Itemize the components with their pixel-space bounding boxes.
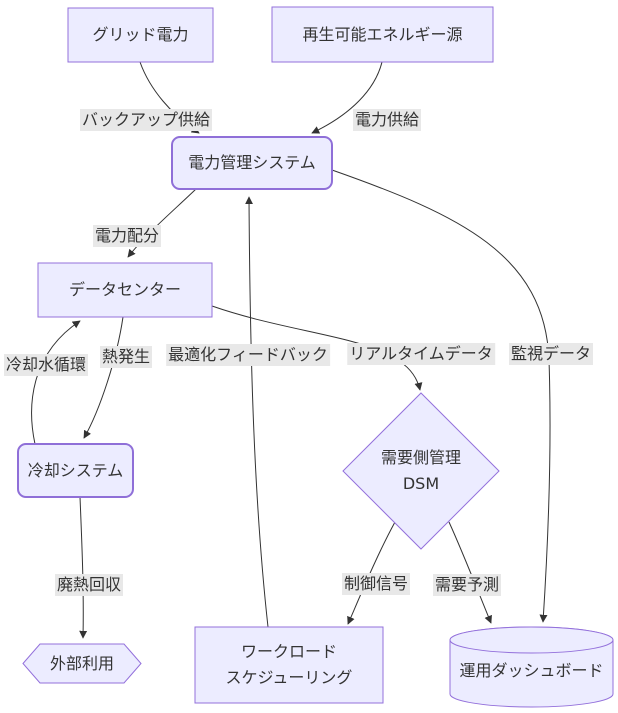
edge-power-supply-line	[311, 61, 383, 134]
edge-optimization-feedback-line	[245, 196, 269, 628]
node-dsm-shape	[342, 392, 500, 550]
edge-control-signal-line	[347, 521, 396, 625]
edge-waste-heat-line	[79, 496, 88, 639]
edge-monitoring-data-line	[331, 169, 551, 623]
node-grid-power-shape	[67, 7, 214, 63]
node-cooling-system-shape	[17, 443, 134, 498]
node-workload-scheduling-shape	[194, 626, 384, 704]
edge-power-distribution-line	[127, 188, 197, 258]
edge-backup-supply-line	[139, 61, 200, 134]
node-power-management-shape	[171, 136, 333, 190]
node-external-use-shape	[22, 643, 142, 684]
edge-cooling-water-line	[31, 320, 81, 445]
edge-demand-forecast-line	[448, 521, 492, 624]
node-operations-dashboard-top	[449, 626, 614, 654]
node-data-center-shape	[37, 262, 213, 318]
edge-realtime-data-line	[211, 305, 423, 391]
edge-heat-generation-line	[83, 316, 124, 439]
node-renewable-energy-shape	[271, 6, 494, 63]
